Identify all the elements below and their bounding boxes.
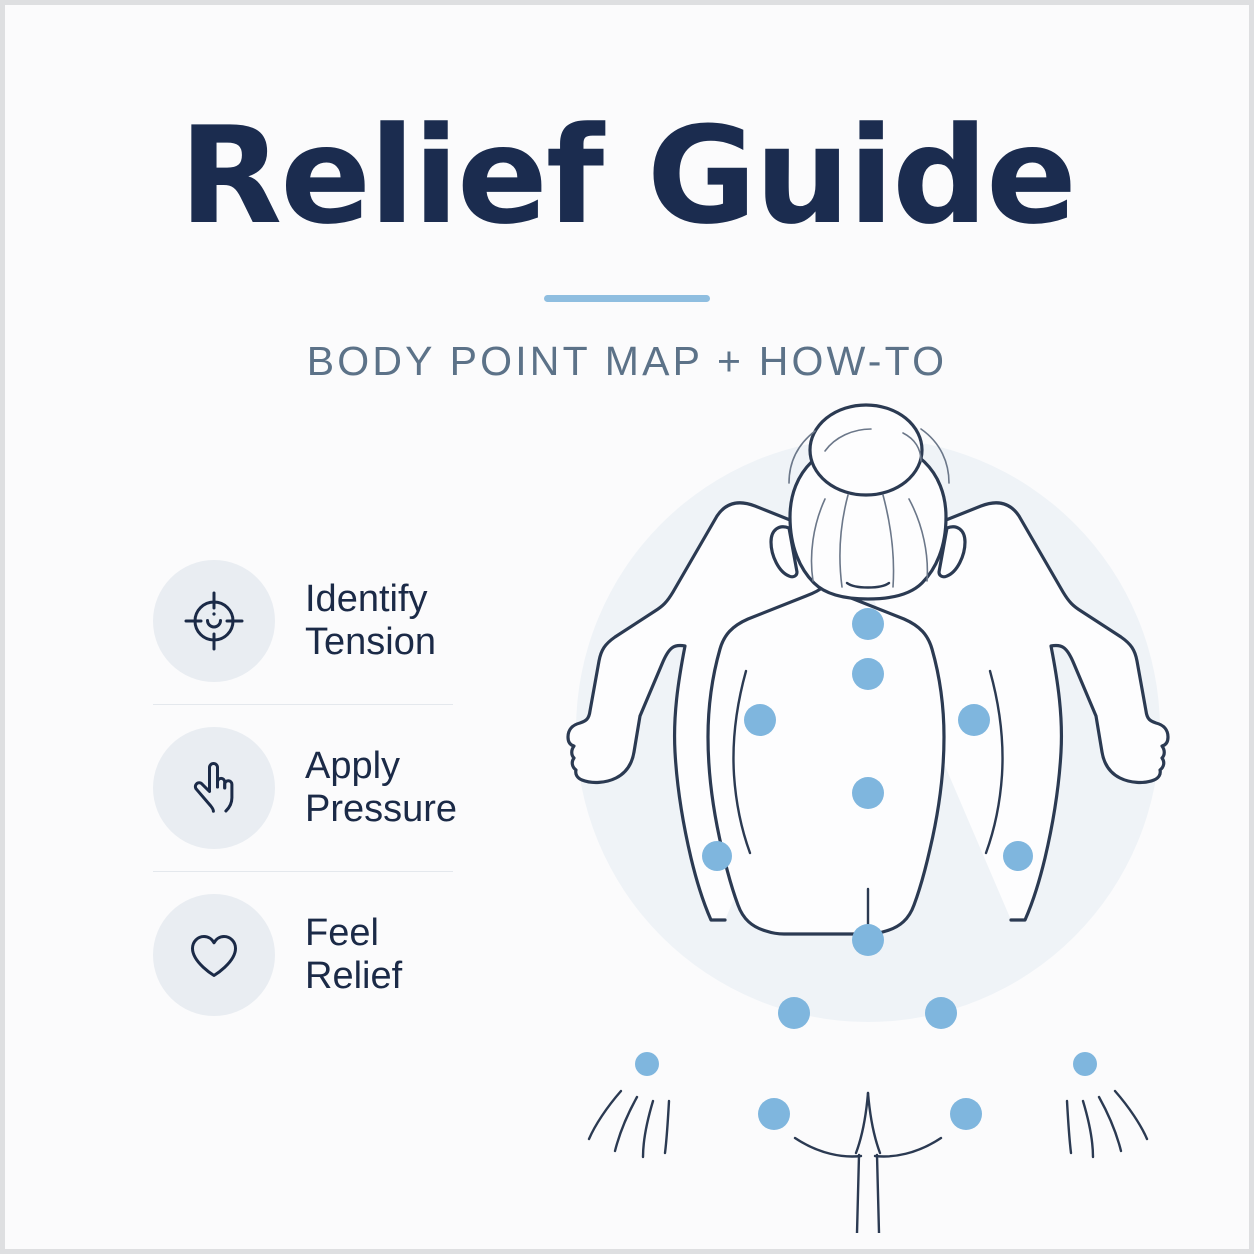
pointing-hand-icon bbox=[153, 727, 275, 849]
pressure-point-neck-base[interactable] bbox=[852, 608, 884, 640]
step-label: Identify Tension bbox=[305, 578, 436, 663]
pressure-point-lower-spine[interactable] bbox=[852, 924, 884, 956]
page-title: Relief Guide bbox=[179, 98, 1077, 254]
pressure-point-right-shoulder-blade[interactable] bbox=[958, 704, 990, 736]
heart-icon bbox=[153, 894, 275, 1016]
step-item-identify-tension[interactable]: Identify Tension bbox=[153, 538, 453, 704]
steps-list: Identify Tension Apply Pressure Feel Rel… bbox=[153, 538, 457, 1038]
left-hand bbox=[587, 1089, 671, 1159]
pressure-points-layer bbox=[635, 608, 1097, 1130]
pressure-point-left-hip[interactable] bbox=[778, 997, 810, 1029]
step-item-apply-pressure[interactable]: Apply Pressure bbox=[153, 704, 457, 871]
pressure-point-right-hip[interactable] bbox=[925, 997, 957, 1029]
pressure-point-mid-spine[interactable] bbox=[852, 777, 884, 809]
body-point-map bbox=[553, 403, 1183, 1233]
pressure-point-left-glute[interactable] bbox=[758, 1098, 790, 1130]
crosshair-target-icon bbox=[153, 560, 275, 682]
pressure-point-right-wrist[interactable] bbox=[1073, 1052, 1097, 1076]
title-divider-rule bbox=[544, 295, 710, 302]
right-hand bbox=[1065, 1089, 1149, 1159]
pressure-point-left-shoulder-blade[interactable] bbox=[744, 704, 776, 736]
poster-header: Relief Guide BODY POINT MAP + HOW-TO bbox=[5, 5, 1249, 385]
step-item-feel-relief[interactable]: Feel Relief bbox=[153, 871, 453, 1038]
pressure-point-upper-spine[interactable] bbox=[852, 658, 884, 690]
pressure-point-left-wrist[interactable] bbox=[635, 1052, 659, 1076]
pressure-point-left-elbow[interactable] bbox=[702, 841, 732, 871]
pressure-point-right-glute[interactable] bbox=[950, 1098, 982, 1130]
pressure-point-right-elbow[interactable] bbox=[1003, 841, 1033, 871]
page-subtitle: BODY POINT MAP + HOW-TO bbox=[306, 338, 948, 384]
step-label: Apply Pressure bbox=[305, 745, 458, 830]
hair-detail-lines bbox=[788, 428, 950, 588]
step-label: Feel Relief bbox=[305, 912, 403, 997]
